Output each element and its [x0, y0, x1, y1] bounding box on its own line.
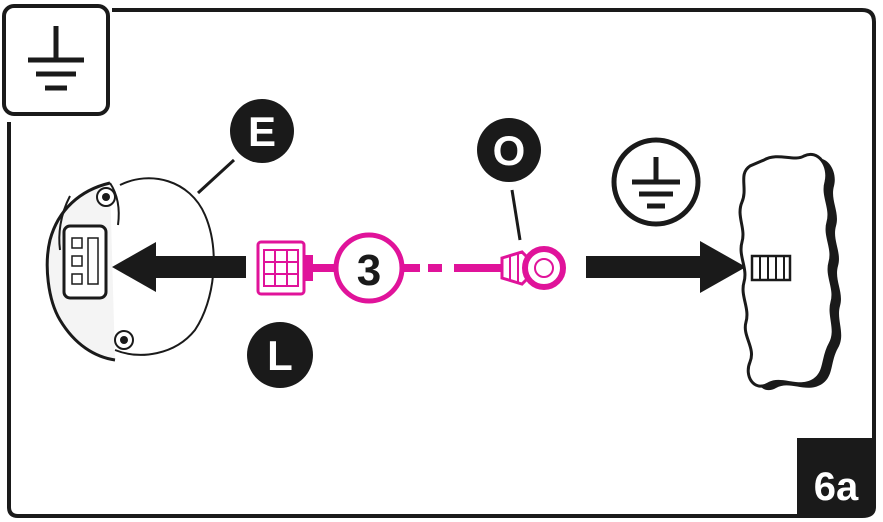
- callout-o-badge: [477, 118, 541, 182]
- callout-e-badge: [230, 99, 294, 163]
- cable: [312, 264, 504, 272]
- ring-terminal: [500, 246, 566, 290]
- device-housing: [45, 177, 215, 362]
- cable-number-label: 3: [357, 246, 381, 295]
- chassis-ground-plate: [738, 152, 842, 391]
- connector-plug: [256, 240, 313, 296]
- callout-l-label: L: [267, 332, 293, 379]
- figure-id-label: 6a: [814, 465, 859, 509]
- arrow-right-icon: [586, 241, 746, 293]
- callout-o-leader: [510, 189, 522, 241]
- callout-e-label: E: [248, 108, 276, 155]
- ground-symbol-icon: [2, 4, 110, 116]
- figure-id-tab: [797, 438, 874, 516]
- callout-e-leader: [196, 158, 236, 195]
- callout-o-label: O: [493, 127, 526, 174]
- ground-symbol-circled-icon: [611, 137, 701, 227]
- callout-l-badge: [247, 322, 313, 388]
- arrow-left-icon: [112, 242, 246, 292]
- cable-number-badge: [333, 232, 405, 304]
